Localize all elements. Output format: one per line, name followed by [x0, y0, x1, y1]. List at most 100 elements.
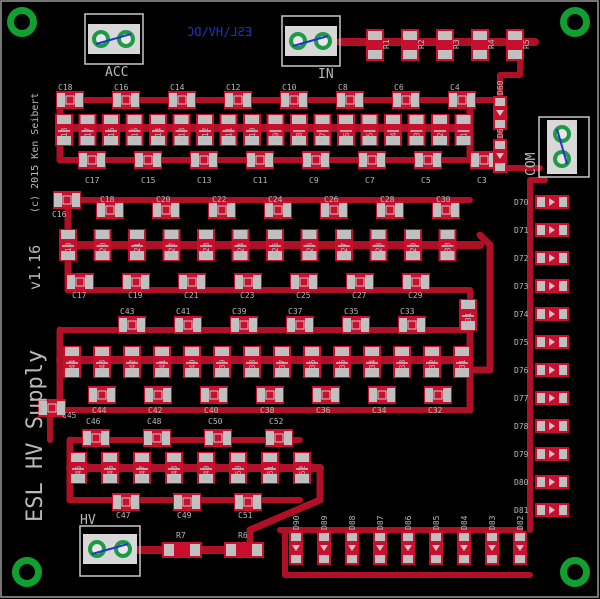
component-label: D47	[138, 465, 147, 480]
component-label: C26	[324, 195, 339, 204]
capacitor-C30	[432, 201, 460, 219]
component-label: C31	[464, 312, 473, 327]
diode-D14	[149, 114, 167, 146]
resistor-R6	[224, 542, 264, 558]
component-label: D17	[84, 127, 93, 142]
component-label: R1	[382, 39, 391, 49]
diode-D73	[535, 279, 569, 293]
component-label: D30	[444, 242, 453, 257]
component-label: C7	[365, 176, 375, 185]
resistor-R3	[436, 29, 454, 61]
component-label: D21	[133, 242, 142, 257]
component-label: C16	[52, 210, 67, 219]
component-label: D14	[154, 127, 163, 142]
component-label: D42	[128, 359, 137, 374]
capacitor-C50	[204, 429, 232, 447]
capacitor-C18	[56, 91, 84, 109]
component-label: D73	[514, 282, 529, 291]
diode-D86	[401, 531, 415, 565]
component-label: D28	[375, 242, 384, 257]
component-label: C45	[62, 411, 77, 420]
diode-D1	[454, 114, 473, 146]
copper-trace	[476, 231, 494, 344]
component-label: D41	[158, 359, 167, 374]
component-label: D71	[514, 226, 529, 235]
diode-D28	[369, 229, 388, 261]
label-acc: ACC	[105, 65, 128, 80]
component-label: D38	[248, 359, 257, 374]
component-label: C15	[141, 176, 156, 185]
component-label: C43	[120, 307, 135, 316]
diode-D31	[453, 346, 471, 378]
component-label: D74	[514, 310, 529, 319]
capacitor-C18	[96, 201, 124, 219]
capacitor-C19	[122, 273, 150, 291]
component-label: C46	[86, 417, 101, 426]
capacitor-C4	[448, 91, 476, 109]
resistor-R4	[471, 29, 489, 61]
capacitor-C33	[398, 316, 426, 334]
terminal-hv: HV	[79, 513, 141, 577]
diode-D75	[535, 335, 569, 349]
component-label: D3	[413, 132, 422, 142]
mirrored-bottom-text: ESL\HV\DC	[187, 25, 252, 39]
diode-D13	[172, 114, 191, 146]
component-label: D48	[170, 465, 179, 480]
capacitor-C25	[290, 273, 318, 291]
resistor-R5	[506, 29, 524, 61]
component-label: D7	[319, 132, 328, 142]
component-label: D76	[514, 366, 529, 375]
component-label: R7	[176, 531, 186, 540]
component-label: C42	[148, 406, 163, 415]
capacitor-C26	[320, 201, 348, 219]
diode-D36	[303, 346, 321, 378]
mount-hole-bottom-right	[560, 557, 590, 587]
diode-D50	[229, 452, 247, 484]
component-label: D25	[271, 242, 280, 257]
component-label: C51	[238, 511, 253, 520]
component-label: C37	[288, 307, 303, 316]
capacitor-C39	[230, 316, 258, 334]
resistor-R1	[366, 29, 384, 61]
copper-trace	[467, 42, 523, 103]
component-label: D31	[458, 359, 467, 374]
component-label: D13	[178, 127, 187, 142]
capacitor-C36	[312, 386, 340, 404]
mount-hole-top-right	[560, 7, 590, 37]
capacitor-C5	[414, 151, 442, 169]
capacitor-C49	[173, 493, 201, 511]
component-label: C28	[380, 195, 395, 204]
diode-D3	[407, 114, 426, 146]
diode-D76	[535, 363, 569, 377]
component-label: C48	[147, 417, 162, 426]
diode-D38	[243, 346, 261, 378]
component-label: C36	[316, 406, 331, 415]
components	[38, 29, 569, 565]
component-label: D60	[496, 80, 505, 95]
capacitor-C52	[265, 429, 293, 447]
component-label: C40	[204, 406, 219, 415]
capacitor-C32	[424, 386, 452, 404]
capacitor-C48	[143, 429, 171, 447]
component-label: C20	[156, 195, 171, 204]
component-label: C9	[309, 176, 319, 185]
component-label: D9	[272, 132, 281, 142]
capacitor-C6	[392, 91, 420, 109]
diode-D82	[513, 531, 527, 565]
capacitor-C46	[82, 429, 110, 447]
diode-D30	[438, 229, 457, 261]
component-label: D86	[404, 515, 413, 530]
mount-hole-bottom-left	[12, 557, 42, 587]
capacitor-C23	[234, 273, 262, 291]
component-label: D29	[409, 242, 418, 257]
capacitor-C9	[302, 151, 330, 169]
component-label: D82	[516, 515, 525, 530]
component-label: D78	[514, 422, 529, 431]
diode-D80	[535, 475, 569, 489]
component-label: D23	[202, 242, 211, 257]
diode-D17	[78, 114, 97, 146]
component-label: D77	[514, 394, 529, 403]
component-label: R3	[452, 39, 461, 49]
component-label: C29	[408, 291, 423, 300]
